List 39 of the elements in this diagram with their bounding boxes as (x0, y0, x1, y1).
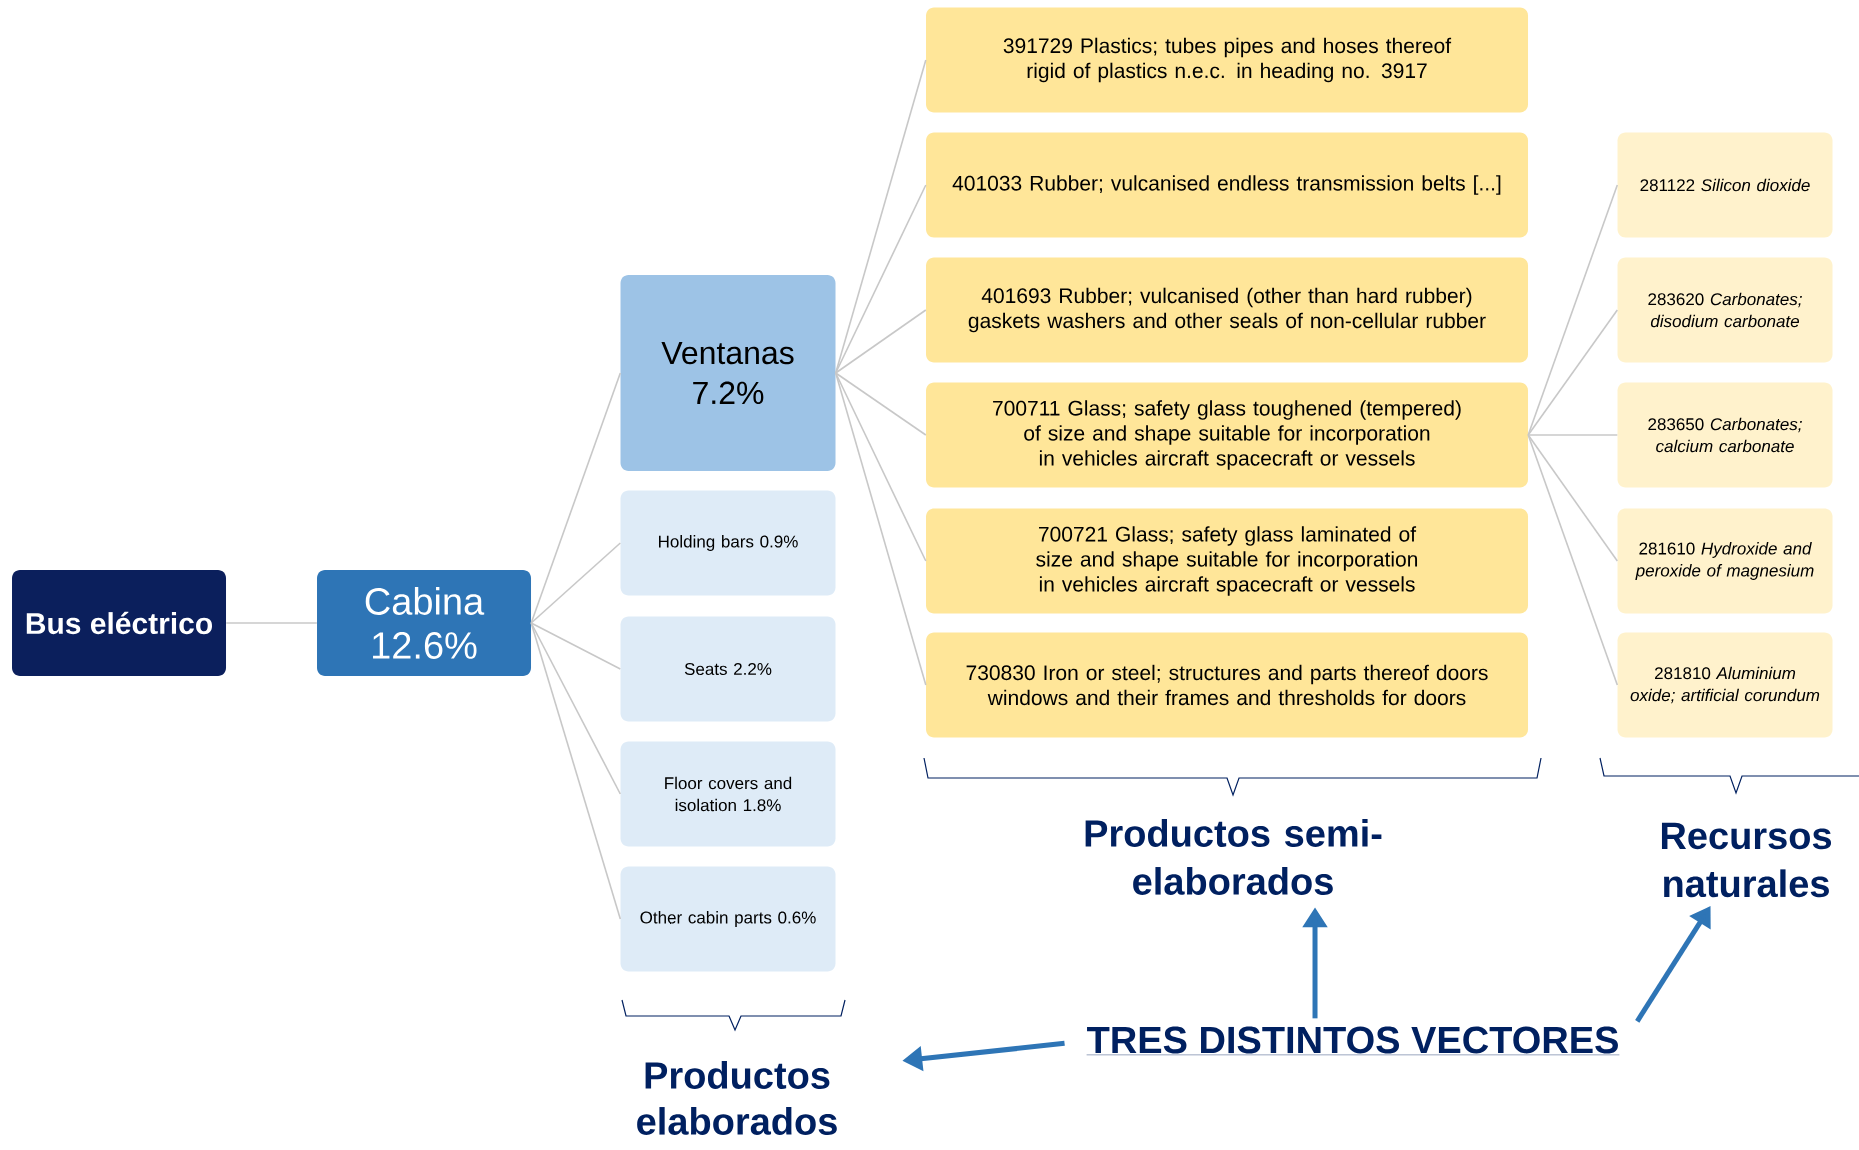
product-box: 700711 Glass; safety glass toughened (tempered) of size and shape suitable for incorporation in vehicles aircraft spacecraft or vessels (926, 382, 1528, 488)
connector-line (834, 184, 927, 374)
resource-box: 281610 Hydroxide and peroxide of magnesium (1617, 508, 1833, 614)
connector-line (1527, 434, 1619, 562)
connector-line (834, 372, 927, 686)
connector-line (834, 59, 927, 374)
product-box: 391729 Plastics; tubes pipes and hoses thereof rigid of plastics n.e.c. in heading no. 3917 (926, 7, 1528, 113)
component-box: Holding bars 0.9% (620, 490, 836, 596)
component-box: Floor covers and isolation 1.8% (620, 741, 836, 847)
category-box: Cabina 12.6% (317, 570, 531, 676)
connector-line (530, 622, 622, 795)
connector-line (530, 622, 622, 670)
connector-line (834, 309, 927, 374)
resource-box: 281122 Silicon dioxide (1617, 132, 1833, 238)
connector-line (1527, 434, 1619, 686)
connector-line (1527, 184, 1619, 436)
resource-box: 283620 Carbonates; disodium carbonate (1617, 257, 1833, 363)
heading-text: TRES DISTINTOS VECTORES (1086, 1026, 1620, 1056)
connector-line (834, 372, 927, 436)
connector-line (530, 542, 622, 624)
product-box: 700721 Glass; safety glass laminated of size and shape suitable for incorporation in vehicles aircraft spacecraft or vessels (926, 508, 1528, 614)
group-heading: Recursos naturales (1661, 822, 1832, 898)
component-box: Seats 2.2% (620, 616, 836, 722)
group-heading: Productos elaborados (637, 1061, 837, 1135)
component-box: Other cabin parts 0.6% (620, 866, 836, 972)
product-box: 730830 Iron or steel; structures and parts thereof doors windows and their frames and thresholds for doors (926, 632, 1528, 738)
component-box: Ventanas 7.2% (620, 275, 836, 471)
connector-line (1527, 309, 1619, 436)
connector-line (530, 372, 622, 624)
group-heading: Productos semi-elaborados (1085, 819, 1382, 895)
root-box: Bus eléctrico (12, 570, 226, 676)
connector-line (1527, 434, 1619, 436)
product-box: 401033 Rubber; vulcanised endless transmission belts [...] (926, 132, 1528, 238)
connector-line (225, 622, 318, 624)
connector-line (834, 372, 927, 562)
resource-box: 283650 Carbonates; calcium carbonate (1617, 382, 1833, 488)
connector-line (530, 622, 622, 920)
resource-box: 281810 Aluminium oxide; artificial corundum (1617, 632, 1833, 738)
product-box: 401693 Rubber; vulcanised (other than hard rubber) gaskets washers and other seals of non-cellular rubber (926, 257, 1528, 363)
